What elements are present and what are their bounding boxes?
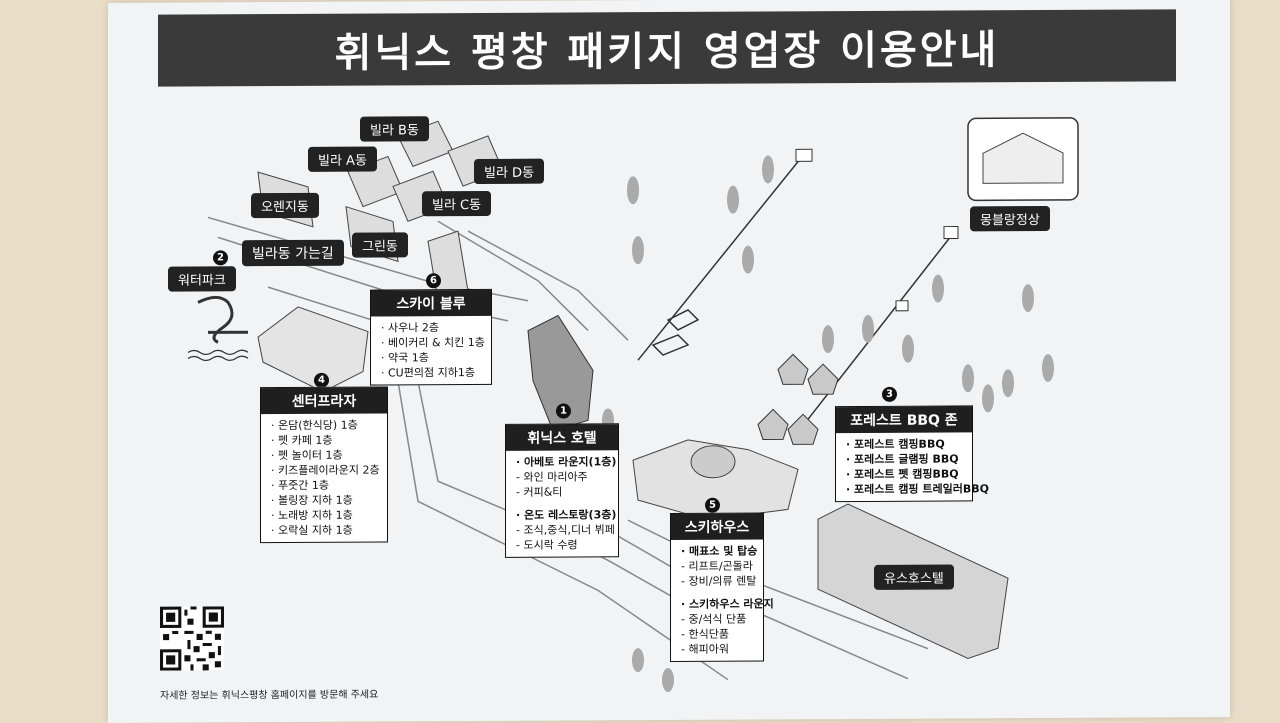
- ski-house-header: 스키하우스: [671, 513, 763, 540]
- villa-d-tag: 빌라 D동: [474, 158, 545, 185]
- list-item: · 포레스트 글램핑 BBQ: [846, 452, 959, 467]
- footer-note: 자세한 정보는 휘닉스평창 홈페이지를 방문해 주세요: [160, 689, 379, 702]
- list-item: · 노래방 지하 1층: [271, 508, 353, 523]
- list-item: · 온도 레스토랑(3층): [516, 508, 617, 522]
- list-item: · CU편의점 지하1층: [381, 366, 475, 380]
- list-item: · 키즈플레이라운지 2층: [271, 463, 380, 478]
- list-item: · 스키하우스 라운지: [681, 597, 774, 611]
- marker-5: 5: [705, 497, 720, 513]
- forest-bbq-header: 포레스트 BBQ 존: [836, 406, 972, 434]
- qr-code-icon: [160, 606, 224, 671]
- villa-c-tag: 빌라 C동: [422, 190, 492, 217]
- list-item: - 와인 마리아주: [516, 470, 588, 484]
- list-item: - 한식단품: [681, 627, 729, 641]
- phoenix-hotel-info-box: 휘닉스 호텔 · 아베토 라운지(1층) - 와인 마리아주 - 커피&티 · …: [505, 423, 619, 558]
- list-item: · 펫 카페 1층: [271, 433, 333, 448]
- list-item: - 장비/의류 렌탈: [681, 574, 757, 588]
- orange-building-tag: 오렌지동: [251, 192, 319, 219]
- marker-4: 4: [314, 372, 329, 388]
- list-item: - 조식,중식,디너 뷔페: [516, 523, 615, 537]
- list-item: · 볼링장 지하 1층: [271, 493, 353, 508]
- center-plaza-info-box: 센터프라자 · 온담(한식당) 1층 · 펫 카페 1층 · 펫 놀이터 1층 …: [260, 386, 388, 544]
- list-item: · 오락실 지하 1층: [271, 523, 353, 538]
- list-item: - 도시락 수령: [516, 538, 578, 552]
- forest-bbq-info-box: 포레스트 BBQ 존 · 포레스트 캠핑BBQ · 포레스트 글램핑 BBQ ·…: [835, 405, 989, 503]
- center-plaza-header: 센터프라자: [261, 387, 387, 415]
- list-item: · 포레스트 펫 캠핑BBQ: [846, 467, 959, 482]
- marker-6: 6: [426, 273, 441, 289]
- list-item: · 아베토 라운지(1층): [516, 455, 617, 469]
- resort-map-illustration: [187, 117, 1079, 693]
- list-item: - 해피아워: [681, 642, 729, 656]
- sky-blue-header: 스카이 블루: [371, 289, 491, 317]
- list-item: - 리프트/곤돌라: [681, 559, 753, 573]
- list-item: · 포레스트 캠핑 트레일러BBQ: [846, 482, 989, 497]
- list-item: · 포레스트 캠핑BBQ: [846, 437, 945, 452]
- list-item: · 매표소 및 탑승: [681, 544, 758, 558]
- list-item: · 사우나 2층: [381, 321, 439, 335]
- phoenix-hotel-header: 휘닉스 호텔: [506, 424, 618, 451]
- list-item: · 베이커리 & 치킨 1층: [381, 335, 485, 350]
- villa-a-tag: 빌라 A동: [308, 146, 377, 172]
- ski-house-info-box: 스키하우스 · 매표소 및 탑승 - 리프트/곤돌라 - 장비/의류 렌탈 · …: [670, 512, 774, 662]
- youth-hostel-tag: 유스호스텔: [874, 564, 954, 590]
- waterpark-tag: 워터파크: [168, 266, 236, 292]
- villa-road-tag: 빌라동 가는길: [242, 239, 344, 267]
- marker-3: 3: [882, 386, 897, 402]
- guide-paper: 휘닉스 평창 패키지 영업장 이용안내: [108, 0, 1230, 723]
- marker-1: 1: [556, 403, 571, 419]
- villa-b-tag: 빌라 B동: [360, 116, 429, 142]
- mongbllang-summit-tag: 몽블랑정상: [970, 206, 1050, 232]
- marker-2: 2: [213, 250, 228, 266]
- list-item: · 약국 1층: [381, 351, 429, 365]
- sky-blue-info-box: 스카이 블루 · 사우나 2층 · 베이커리 & 치킨 1층 · 약국 1층 ·…: [370, 288, 492, 386]
- list-item: · 온담(한식당) 1층: [271, 418, 358, 433]
- list-item: · 펫 놀이터 1층: [271, 448, 343, 463]
- list-item: - 커피&티: [516, 485, 563, 499]
- list-item: - 중/석식 단품: [681, 612, 747, 626]
- list-item: · 푸줏간 1층: [271, 478, 329, 493]
- green-building-tag: 그린동: [352, 232, 408, 258]
